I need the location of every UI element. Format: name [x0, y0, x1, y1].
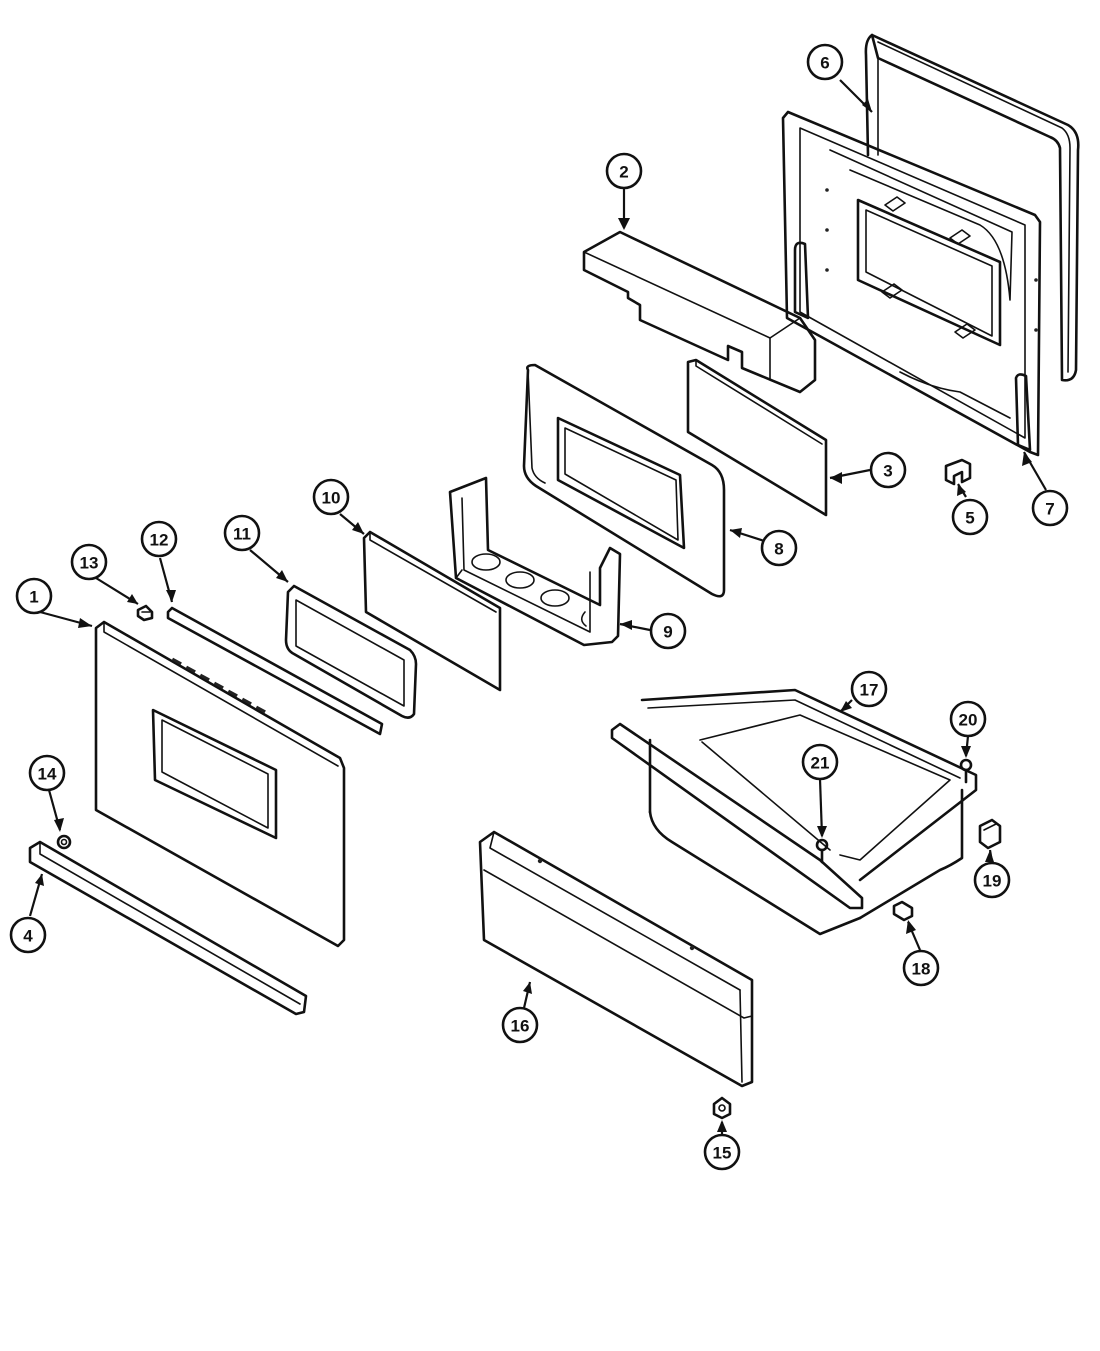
part-18-clip — [892, 900, 914, 922]
callout-19: 19 — [973, 861, 1011, 899]
callout-21: 21 — [801, 743, 839, 781]
part-21-screw — [815, 838, 829, 864]
part-19-bracket — [978, 818, 1002, 850]
callout-6-label: 6 — [820, 54, 829, 73]
callout-6: 6 — [806, 43, 844, 81]
callout-2-label: 2 — [619, 163, 628, 182]
callout-14-label: 14 — [38, 765, 57, 784]
part-12-trim-strip — [166, 606, 384, 736]
part-8-window-frame — [522, 363, 726, 598]
callout-5-label: 5 — [965, 509, 974, 528]
callout-1: 1 — [15, 577, 53, 615]
callout-16-label: 16 — [511, 1017, 530, 1036]
callout-20-label: 20 — [959, 711, 978, 730]
callout-18: 18 — [902, 949, 940, 987]
part-14-nut — [56, 834, 72, 850]
callout-12-label: 12 — [150, 531, 169, 550]
callout-2: 2 — [605, 152, 643, 190]
callout-11-label: 11 — [233, 525, 251, 544]
callout-8-label: 8 — [774, 540, 783, 559]
callout-9-label: 9 — [663, 623, 672, 642]
part-6-door-gasket — [864, 33, 1080, 382]
part-16-drawer-front — [478, 830, 754, 1088]
callout-16: 16 — [501, 1006, 539, 1044]
callout-19-label: 19 — [983, 872, 1002, 891]
part-2-door-vent-trim — [582, 230, 817, 394]
part-4-bottom-trim — [28, 840, 308, 1016]
callout-13: 13 — [70, 543, 108, 581]
callout-17-label: 17 — [860, 681, 879, 700]
callout-8: 8 — [760, 529, 798, 567]
leader-lines — [28, 79, 1047, 1135]
callout-20: 20 — [949, 700, 987, 738]
callout-4: 4 — [9, 916, 47, 954]
part-10-door-glass — [362, 530, 502, 692]
part-7-inner-door-panel — [781, 110, 1042, 457]
callout-12: 12 — [140, 520, 178, 558]
part-15-nut — [712, 1096, 732, 1120]
part-11-window-gasket — [284, 584, 418, 719]
callout-18-label: 18 — [912, 960, 931, 979]
callout-21-label: 21 — [811, 754, 830, 773]
callout-17: 17 — [850, 670, 888, 708]
callout-3-label: 3 — [883, 462, 892, 481]
part-1-outer-door-panel — [94, 620, 346, 948]
callout-3: 3 — [869, 451, 907, 489]
callout-11: 11 — [223, 514, 261, 552]
callout-7-label: 7 — [1045, 500, 1054, 519]
part-3-door-glass — [686, 358, 828, 517]
callout-15-label: 15 — [713, 1144, 732, 1163]
callout-14: 14 — [28, 754, 66, 792]
callout-10-label: 10 — [322, 489, 341, 508]
part-20-screw — [959, 758, 973, 784]
callout-4-label: 4 — [23, 927, 33, 946]
callout-7: 7 — [1031, 489, 1069, 527]
callout-1-label: 1 — [29, 588, 38, 607]
callout-13-label: 13 — [80, 554, 99, 573]
part-9-insulation-retainer — [448, 476, 622, 647]
callout-15: 15 — [703, 1133, 741, 1171]
part-5-clip — [944, 458, 972, 486]
callout-9: 9 — [649, 612, 687, 650]
part-17-drawer-body — [610, 688, 978, 936]
callout-5: 5 — [951, 498, 989, 536]
callout-10: 10 — [312, 478, 350, 516]
part-13-screw — [136, 604, 154, 622]
vent-slots — [171, 657, 266, 714]
